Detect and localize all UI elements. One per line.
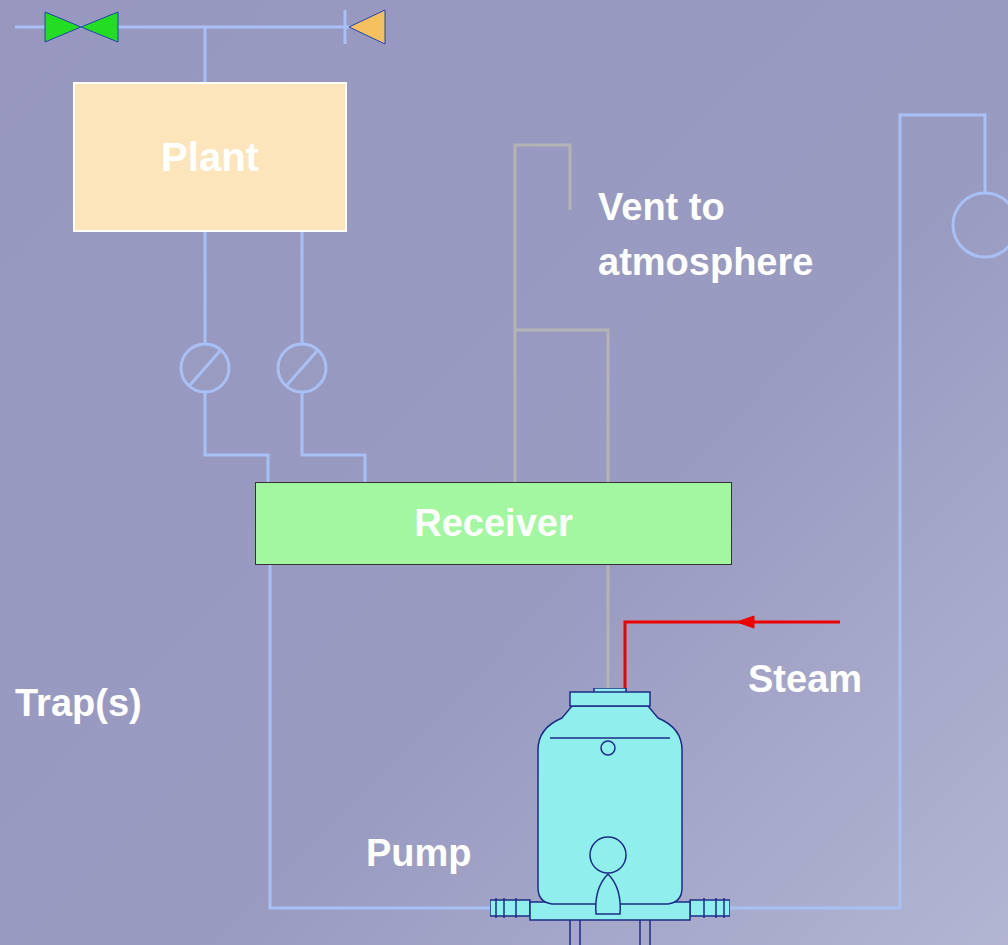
lifting-eye (601, 741, 615, 755)
pump-label: Pump (366, 832, 472, 875)
steam-trap (181, 344, 229, 392)
discharge-point (953, 193, 1008, 257)
node-title: Plant (161, 135, 259, 180)
isolation-valve (45, 12, 118, 42)
pump-illustration (490, 688, 730, 945)
sight-glass (590, 837, 626, 873)
receiver-box: Receiver (255, 482, 732, 565)
trap-label: Trap(s) (15, 676, 215, 731)
steam-main (15, 27, 385, 82)
plant-box: Plant (73, 82, 347, 232)
steam-trap (278, 344, 326, 392)
drain-port (596, 874, 621, 914)
pump-cover (550, 688, 670, 738)
flow-arrow (737, 616, 754, 628)
check-valve (349, 10, 385, 44)
steam-label: Steam (748, 652, 948, 707)
discharge-line (728, 115, 985, 908)
vent-line (515, 145, 608, 690)
valve-seat (344, 10, 347, 44)
pump-unit: Pump (490, 688, 730, 945)
vent-label: Vent to atmosphere (598, 180, 898, 290)
node-title: Receiver (414, 502, 572, 545)
pump-body (538, 706, 682, 904)
pipe-connector (270, 565, 490, 908)
